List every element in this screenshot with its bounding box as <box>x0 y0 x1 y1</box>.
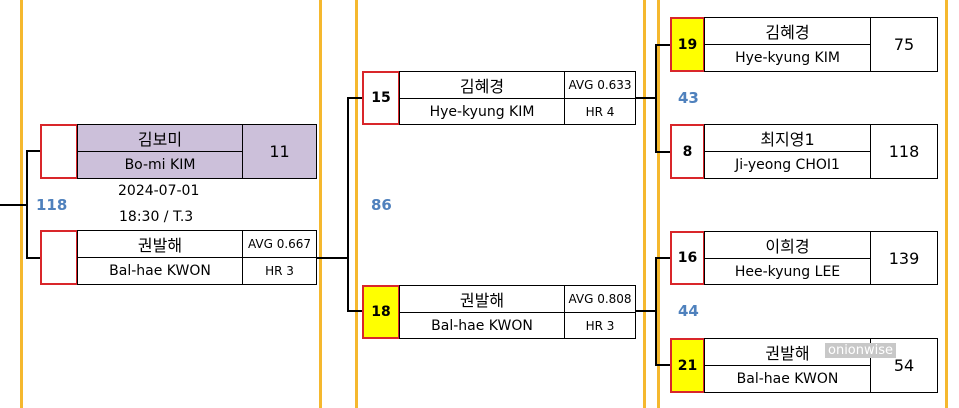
player-name-en: Bal-hae KWON <box>400 313 565 338</box>
match-count: 118 <box>36 196 68 214</box>
seed-box: 8 <box>670 124 705 179</box>
player-name-ko: 김혜경 <box>705 18 871 45</box>
seed-box: 18 <box>362 285 400 339</box>
player-card: 최지영1 Ji-yeong CHOI1 118 <box>704 124 938 179</box>
player-name-en: Bal-hae KWON <box>78 258 243 284</box>
player-hr: HR 3 <box>585 318 615 333</box>
seed-box: 15 <box>362 71 400 125</box>
bracket-line <box>636 310 656 312</box>
match-time-table: 18:30 / T.3 <box>119 209 194 225</box>
player-avg: AVG 0.808 <box>565 286 635 313</box>
player-score: 139 <box>888 248 920 268</box>
player-card: 김보미 Bo-mi KIM 11 <box>77 124 317 179</box>
bracket-line <box>655 257 671 259</box>
bracket-line <box>26 150 42 152</box>
seed-box: 16 <box>670 231 705 285</box>
player-name-ko: 이희경 <box>705 232 871 259</box>
bracket-line <box>316 257 348 259</box>
match-count: 43 <box>678 89 699 107</box>
seed-number: 18 <box>371 304 391 320</box>
player-card: 권발해 Bal-hae KWON AVG 0.667 HR 3 <box>77 230 317 285</box>
player-name-en: Bo-mi KIM <box>78 152 243 178</box>
column-divider <box>643 0 646 408</box>
player-avg: AVG 0.633 <box>565 72 635 99</box>
player-name-ko: 최지영1 <box>705 125 871 152</box>
player-hr: HR 3 <box>265 264 294 278</box>
match-date: 2024-07-01 <box>118 183 200 199</box>
bracket-line <box>655 44 671 46</box>
seed-number: 8 <box>682 143 693 160</box>
player-name-en: Hee-kyung LEE <box>705 259 871 284</box>
player-name-en: Hye-kyung KIM <box>400 99 565 124</box>
player-card: 김혜경 Hye-kyung KIM AVG 0.633 HR 4 <box>399 71 636 125</box>
match-count: 44 <box>678 302 699 320</box>
player-score: 118 <box>888 142 920 161</box>
player-hr: HR 4 <box>585 104 615 119</box>
column-divider <box>945 0 948 408</box>
column-divider <box>319 0 322 408</box>
bracket-line <box>655 257 657 365</box>
player-card: 권발해 Bal-hae KWON 54 <box>704 338 938 393</box>
bracket-line <box>347 97 363 99</box>
seed-number: 15 <box>371 90 391 106</box>
seed-box <box>40 124 78 179</box>
player-name-en: Ji-yeong CHOI1 <box>705 152 871 178</box>
player-name-en: Bal-hae KWON <box>705 366 871 392</box>
player-name-ko: 김혜경 <box>400 72 565 99</box>
player-card: 김혜경 Hye-kyung KIM 75 <box>704 17 938 72</box>
seed-box: 21 <box>670 338 705 393</box>
bracket-line <box>655 364 671 366</box>
player-score: 54 <box>893 356 915 375</box>
player-name-ko: 권발해 <box>78 231 243 258</box>
bracket-line <box>26 257 42 259</box>
bracket-line <box>26 150 28 258</box>
bracket-line <box>347 97 349 311</box>
bracket-line <box>636 97 656 99</box>
bracket-line <box>655 44 657 152</box>
seed-box <box>40 230 78 285</box>
player-score: 75 <box>893 35 915 54</box>
bracket-line <box>347 310 363 312</box>
bracket-line <box>655 151 671 153</box>
column-divider <box>355 0 358 408</box>
column-divider <box>657 0 660 408</box>
watermark: onionwise <box>825 343 897 358</box>
player-name-ko: 권발해 <box>400 286 565 313</box>
player-card: 권발해 Bal-hae KWON AVG 0.808 HR 3 <box>399 285 636 339</box>
seed-box: 19 <box>670 17 705 72</box>
seed-number: 19 <box>677 36 698 53</box>
player-name-en: Hye-kyung KIM <box>705 45 871 71</box>
player-card: 이희경 Hee-kyung LEE 139 <box>704 231 938 285</box>
player-score: 11 <box>269 142 290 161</box>
player-name-ko: 김보미 <box>78 125 243 152</box>
seed-number: 16 <box>677 250 698 266</box>
bracket-line <box>0 204 27 206</box>
seed-number: 21 <box>677 357 698 374</box>
match-count: 86 <box>371 196 392 214</box>
player-avg: AVG 0.667 <box>243 231 316 258</box>
